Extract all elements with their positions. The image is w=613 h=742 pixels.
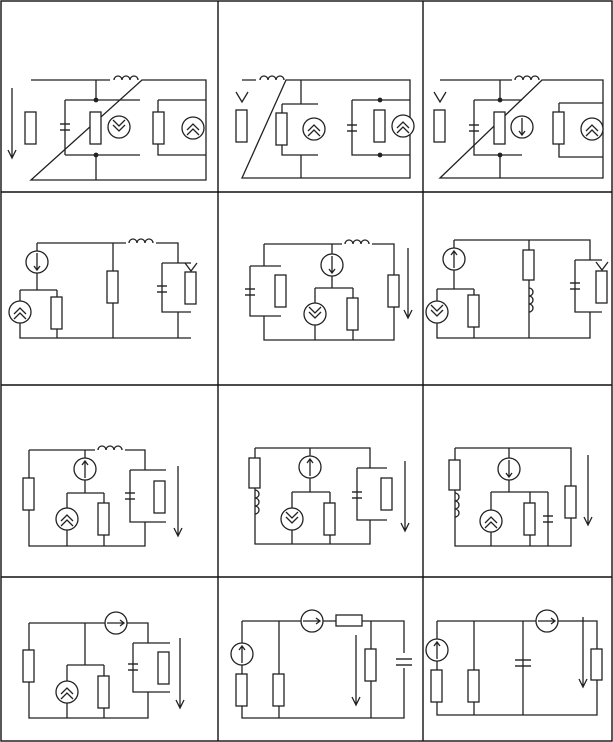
voltage-source-symbol — [497, 457, 521, 481]
voltage-source-symbol — [425, 638, 449, 662]
direction-arrow — [173, 465, 183, 537]
inductor-symbol — [259, 75, 285, 81]
resistor-symbol — [564, 485, 577, 519]
resistor-symbol — [373, 109, 386, 143]
voltage-source-symbol — [300, 609, 324, 633]
inductor-symbol — [514, 75, 540, 81]
current-source-symbol — [391, 114, 415, 138]
resistor-symbol — [275, 112, 288, 146]
circuit-r1-c2 — [235, 75, 415, 179]
resistor-symbol — [493, 111, 506, 145]
direction-arrow — [175, 637, 185, 709]
voltage-source-symbol — [320, 253, 344, 277]
circuit-r3-c3 — [448, 447, 593, 547]
current-source-symbol — [479, 509, 503, 533]
resistor-symbol — [467, 669, 480, 703]
resistor-symbol — [50, 296, 63, 330]
current-source-symbol — [280, 507, 304, 531]
resistor-symbol — [346, 297, 359, 331]
inductor-symbol — [128, 238, 154, 244]
direction-arrow — [403, 247, 413, 319]
voltage-source-symbol — [510, 115, 534, 139]
resistor-symbol — [235, 673, 248, 707]
voltage-source-symbol — [73, 457, 97, 481]
current-source-symbol — [55, 507, 79, 531]
resistor-symbol — [430, 669, 443, 703]
current-source-symbol — [181, 116, 205, 140]
resistor-symbol — [153, 480, 166, 514]
resistor-symbol — [274, 274, 287, 308]
direction-arrow — [400, 460, 410, 532]
voltage-source-symbol — [230, 642, 254, 666]
circuit-r1-c1 — [7, 75, 207, 181]
resistor-symbol — [22, 477, 35, 511]
voltage-source-symbol — [535, 609, 559, 633]
circuit-r3-c2 — [248, 447, 410, 545]
circuit-r3-c1 — [22, 445, 183, 547]
direction-arrow — [7, 87, 17, 159]
resistor-symbol — [523, 502, 536, 536]
resistor-symbol — [89, 111, 102, 145]
resistor-symbol — [590, 648, 603, 681]
resistor-symbol — [272, 673, 285, 707]
direction-arrow — [583, 454, 593, 526]
current-source-symbol — [107, 115, 131, 139]
resistor-symbol — [235, 109, 248, 143]
current-source-symbol — [425, 300, 449, 324]
current-source-symbol — [302, 117, 326, 141]
circuit-r4-c3 — [425, 609, 603, 716]
current-source-symbol — [55, 680, 79, 704]
voltage-source-symbol — [442, 247, 466, 271]
circuit-r2-c2 — [245, 239, 413, 341]
resistor-symbol — [184, 271, 197, 305]
resistor-symbol — [24, 111, 37, 145]
circuit-r1-c3 — [433, 75, 604, 179]
voltage-source-symbol — [104, 611, 128, 635]
resistor-symbol — [433, 109, 446, 143]
resistor-symbol — [380, 477, 393, 511]
resistor-symbol — [22, 649, 35, 683]
circuit-r2-c1 — [8, 238, 198, 339]
resistor-symbol — [97, 675, 110, 709]
current-source-symbol — [580, 117, 604, 141]
resistor-symbol — [97, 502, 110, 536]
current-source-symbol — [303, 302, 327, 326]
current-source-symbol — [8, 300, 32, 324]
resistor-symbol — [522, 249, 535, 281]
inductor-symbol — [344, 239, 370, 245]
resistor-symbol — [106, 270, 119, 304]
resistor-symbol — [595, 270, 608, 304]
resistor-symbol — [387, 274, 400, 308]
circuit-r4-c1 — [22, 611, 185, 719]
resistor-symbol — [364, 648, 377, 682]
resistor-symbol — [448, 459, 461, 491]
resistor-symbol — [467, 294, 480, 328]
circuit-r2-c3 — [425, 239, 609, 339]
resistor-symbol — [323, 502, 336, 536]
resistor-symbol — [152, 111, 165, 145]
voltage-source-symbol — [298, 455, 322, 479]
resistor-symbol — [248, 457, 261, 489]
inductor-symbol — [97, 445, 123, 451]
resistor-symbol — [157, 651, 170, 685]
inductor-symbol — [113, 75, 139, 81]
resistor-symbol — [552, 111, 565, 145]
direction-arrow — [351, 634, 361, 706]
resistor-symbol — [335, 614, 363, 627]
circuit-r4-c2 — [230, 609, 412, 719]
direction-arrow — [578, 616, 588, 688]
voltage-source-symbol — [25, 250, 49, 274]
